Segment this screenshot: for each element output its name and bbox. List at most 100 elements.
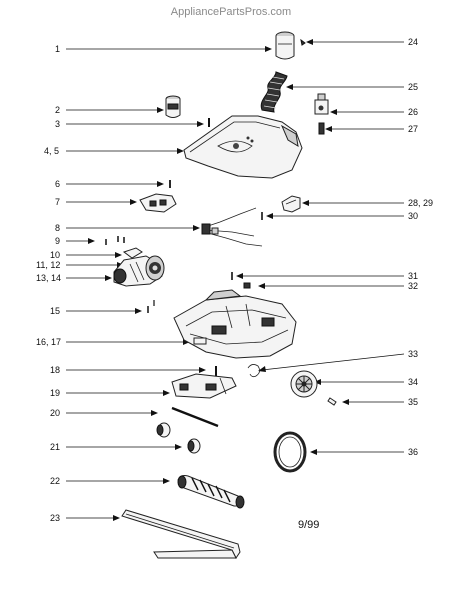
arrowhead	[199, 367, 206, 373]
callout-15[interactable]: 15	[50, 306, 142, 316]
callout-22[interactable]: 22	[50, 476, 170, 486]
part-27-spring[interactable]	[318, 122, 325, 135]
part-26-switch[interactable]	[314, 93, 329, 115]
callout-label-1: 1	[55, 44, 60, 54]
callout-label-11-12: 11, 12	[36, 260, 60, 270]
callout-13-14[interactable]: 13, 14	[36, 273, 112, 283]
arrowhead	[193, 225, 200, 231]
part-16-17-base[interactable]	[173, 289, 297, 359]
callout-label-35: 35	[408, 397, 418, 407]
arrowhead	[175, 444, 182, 450]
callout-2[interactable]: 2	[55, 105, 164, 115]
callout-label-3: 3	[55, 119, 60, 129]
callout-label-9: 9	[55, 236, 60, 246]
part-20-rod[interactable]	[171, 406, 219, 428]
callout-label-7: 7	[55, 197, 60, 207]
callout-26[interactable]: 26	[330, 107, 418, 117]
part-1-hose-cuff[interactable]	[275, 31, 295, 60]
callout-7[interactable]: 7	[55, 197, 137, 207]
arrowhead	[325, 126, 332, 132]
callout-36[interactable]: 36	[310, 447, 418, 457]
callout-25[interactable]: 25	[286, 82, 418, 92]
arrowhead	[130, 199, 137, 205]
callout-27[interactable]: 27	[325, 124, 418, 134]
arrowhead	[177, 148, 184, 154]
part-32-nut[interactable]	[243, 282, 251, 289]
arrowhead	[310, 449, 317, 455]
part-2-hose-end[interactable]	[165, 95, 181, 118]
callout-28-29[interactable]: 28, 29	[302, 198, 433, 208]
arrowhead	[314, 379, 321, 385]
callout-label-23: 23	[50, 513, 60, 523]
callout-label-19: 19	[50, 388, 60, 398]
arrowhead	[163, 478, 170, 484]
callout-label-32: 32	[408, 281, 418, 291]
part-9-screws[interactable]	[105, 236, 125, 245]
callout-label-4-5: 4, 5	[44, 146, 59, 156]
part-35-pin[interactable]	[327, 397, 337, 406]
callout-6[interactable]: 6	[55, 179, 164, 189]
part-8-wire-harness[interactable]	[201, 207, 263, 247]
callout-3[interactable]: 3	[55, 119, 204, 129]
callout-11-12[interactable]: 11, 12	[36, 260, 124, 270]
part-22-brushroll[interactable]	[177, 475, 245, 509]
arrowhead	[330, 109, 337, 115]
callout-18[interactable]: 18	[50, 365, 206, 375]
part-15-screws[interactable]	[147, 300, 155, 313]
callout-24[interactable]: 24	[306, 37, 418, 47]
callout-21[interactable]: 21	[50, 442, 182, 452]
arrowhead	[302, 200, 309, 206]
part-24-clip[interactable]	[300, 38, 306, 46]
part-19-bracket[interactable]	[171, 373, 237, 399]
leader-line	[261, 353, 405, 371]
callout-31[interactable]: 31	[236, 271, 418, 281]
part-25-hose[interactable]	[260, 71, 288, 113]
callout-label-22: 22	[50, 476, 60, 486]
part-21-end-cap-right[interactable]	[187, 438, 201, 454]
arrowhead	[151, 410, 158, 416]
callout-16-17[interactable]: 16, 17	[36, 337, 190, 347]
callout-19[interactable]: 19	[50, 388, 170, 398]
arrowhead	[88, 238, 95, 244]
part-11-14-motor[interactable]	[113, 255, 165, 287]
arrowhead	[286, 84, 293, 90]
part-28-29-latch[interactable]	[281, 195, 301, 213]
part-33-clip[interactable]	[247, 364, 260, 378]
arrowhead	[135, 308, 142, 314]
arrowhead	[342, 399, 349, 405]
arrowhead	[265, 46, 272, 52]
callout-label-10: 10	[50, 250, 60, 260]
arrowhead	[105, 275, 112, 281]
revision-date: 9/99	[298, 519, 319, 531]
part-34-wheel[interactable]	[290, 370, 318, 398]
callout-label-8: 8	[55, 223, 60, 233]
callout-4-5[interactable]: 4, 5	[44, 146, 184, 156]
callout-33[interactable]: 33	[258, 349, 418, 372]
callout-20[interactable]: 20	[50, 408, 158, 418]
callout-label-16-17: 16, 17	[36, 337, 61, 347]
callout-label-26: 26	[408, 107, 418, 117]
part-21-end-cap-left[interactable]	[156, 422, 171, 438]
callout-1[interactable]: 1	[55, 44, 272, 54]
callout-label-28-29: 28, 29	[408, 198, 433, 208]
callout-34[interactable]: 34	[314, 377, 418, 387]
part-23-bumper[interactable]	[121, 509, 241, 559]
arrowhead	[113, 515, 120, 521]
part-36-belt[interactable]	[273, 431, 307, 473]
callout-label-21: 21	[50, 442, 60, 452]
part-4-5-hood[interactable]	[183, 115, 303, 179]
callout-35[interactable]: 35	[342, 397, 418, 407]
callout-label-2: 2	[55, 105, 60, 115]
callout-8[interactable]: 8	[55, 223, 200, 233]
part-7-bracket[interactable]	[139, 193, 177, 213]
callout-32[interactable]: 32	[258, 281, 418, 291]
callout-10[interactable]: 10	[50, 250, 122, 260]
callout-23[interactable]: 23	[50, 513, 120, 523]
part-10-motor-bracket[interactable]	[122, 247, 143, 259]
callout-label-33: 33	[408, 349, 418, 359]
callout-30[interactable]: 30	[266, 211, 418, 221]
arrowhead	[157, 107, 164, 113]
callout-label-25: 25	[408, 82, 418, 92]
callout-9[interactable]: 9	[55, 236, 95, 246]
